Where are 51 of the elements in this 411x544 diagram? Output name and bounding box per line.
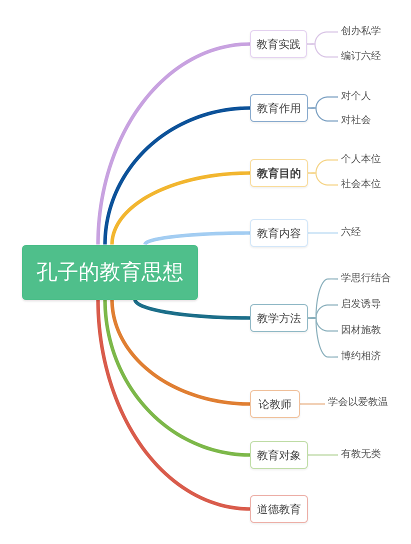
- topic-label: 道德教育: [257, 502, 301, 516]
- branch-connector: [103, 299, 250, 457]
- subtopic-text: 博约相济: [341, 350, 381, 364]
- branch-connector: [133, 298, 250, 320]
- subtopic-text: 编订六经: [341, 50, 381, 64]
- bracket-connector: [306, 43, 338, 58]
- bracket-connector: [308, 232, 338, 234]
- topic-label: 教育内容: [257, 226, 301, 240]
- bracket-connector: [308, 316, 338, 358]
- topic-label: 教育对象: [257, 448, 301, 462]
- branch-connector: [96, 299, 250, 511]
- bracket-connector: [308, 454, 338, 456]
- topic-box: [250, 30, 307, 58]
- topic-box: [250, 94, 308, 122]
- subtopic-text: 因材施教: [341, 324, 381, 338]
- topic-box: [250, 219, 308, 247]
- branch-connector: [110, 171, 250, 245]
- topic-box: [250, 390, 300, 418]
- topic-label: 教育实践: [256, 38, 300, 52]
- topic-label: 教学方法: [257, 312, 301, 326]
- subtopic-text: 个人本位: [341, 153, 381, 167]
- topic-box: [250, 304, 308, 332]
- topic-label: 论教师: [258, 398, 292, 412]
- branch-connector: [103, 106, 250, 245]
- subtopic-text: 六经: [341, 226, 361, 240]
- subtopic-text: 社会本位: [341, 178, 381, 192]
- subtopic-text: 启发诱导: [341, 298, 381, 312]
- topic-label: 教育作用: [257, 102, 301, 116]
- branch-connector: [143, 231, 250, 246]
- bracket-connector: [306, 31, 338, 45]
- bracket-connector: [308, 304, 338, 319]
- topic-box: [250, 159, 308, 187]
- bracket-connector: [308, 159, 338, 174]
- branch-connector: [96, 42, 250, 245]
- topic-label: 教育目的: [257, 166, 301, 180]
- subtopic-text: 学思行结合: [341, 272, 391, 286]
- bracket-connector: [300, 403, 325, 405]
- subtopic-text: 学会以爱教温: [328, 396, 388, 410]
- central-topic-label: 孔子的教育思想: [36, 260, 184, 286]
- topic-box: [250, 441, 308, 469]
- bracket-connector: [308, 278, 338, 320]
- bracket-connector: [308, 107, 338, 122]
- branch-connector: [110, 299, 250, 406]
- central-topic-box: [22, 244, 198, 300]
- subtopic-text: 创办私学: [341, 25, 381, 39]
- topic-box: [250, 495, 308, 523]
- subtopic-text: 对个人: [341, 90, 371, 104]
- subtopic-text: 对社会: [341, 114, 371, 128]
- subtopic-text: 有教无类: [341, 448, 381, 462]
- bracket-connector: [308, 172, 338, 186]
- bracket-connector: [308, 96, 338, 109]
